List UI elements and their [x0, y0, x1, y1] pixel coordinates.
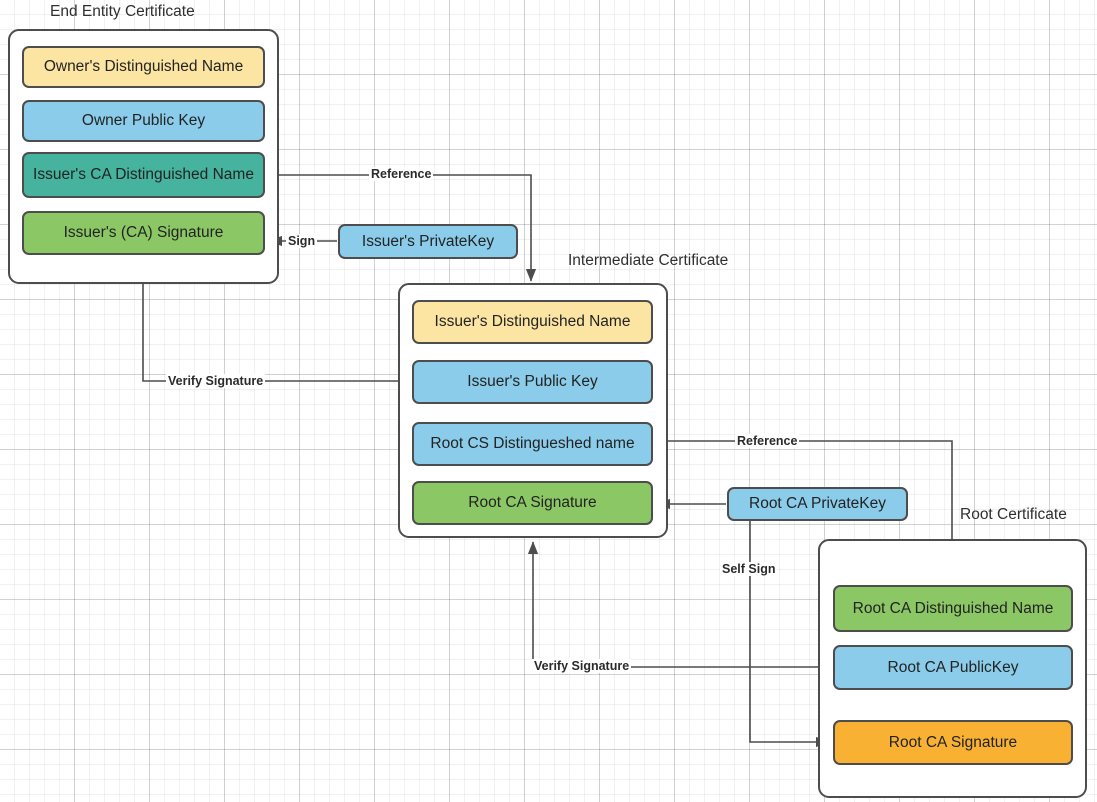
field-root-cs-distingueshed-name[interactable]: Root CS Distingueshed name	[412, 422, 653, 466]
key-root-ca-privatekey[interactable]: Root CA PrivateKey	[727, 487, 908, 521]
field-root-ca-publickey[interactable]: Root CA PublicKey	[833, 645, 1073, 690]
field-owner-public-key[interactable]: Owner Public Key	[22, 100, 265, 142]
field-issuer-ca-signature[interactable]: Issuer's (CA) Signature	[22, 211, 265, 255]
field-root-ca-distinguished-name[interactable]: Root CA Distinguished Name	[833, 585, 1073, 632]
edge-verify-signature-root-to-intermediate	[527, 541, 832, 668]
key-issuers-privatekey[interactable]: Issuer's PrivateKey	[338, 224, 518, 259]
edge-label-self-sign-root: Self Sign	[720, 562, 778, 576]
edge-label-reference-intermediate-to-root: Reference	[735, 434, 800, 448]
field-owner-distinguished-name[interactable]: Owner's Distinguished Name	[22, 46, 265, 88]
edge-self-sign-root	[749, 521, 829, 748]
field-issuer-ca-distinguished-name[interactable]: Issuer's CA Distinguished Name	[22, 152, 265, 198]
group-title-root-certificate: Root Certificate	[960, 506, 1067, 523]
edge-label-reference-end-to-intermediate: Reference	[369, 167, 434, 181]
edge-label-verify-signature-intermediate-to-end: Verify Signature	[166, 374, 266, 388]
field-root-ca-signature-root[interactable]: Root CA Signature	[833, 720, 1073, 765]
edge-label-verify-signature-root-to-intermediate: Verify Signature	[532, 659, 632, 673]
group-title-end-entity-certificate: End Entity Certificate	[50, 3, 195, 20]
field-issuer-distinguished-name[interactable]: Issuer's Distinguished Name	[412, 300, 653, 344]
group-title-intermediate-certificate: Intermediate Certificate	[568, 252, 729, 269]
field-issuer-public-key[interactable]: Issuer's Public Key	[412, 360, 653, 404]
field-root-ca-signature-intermediate[interactable]: Root CA Signature	[412, 481, 653, 525]
edge-label-sign-end-entity: Sign	[286, 234, 318, 248]
